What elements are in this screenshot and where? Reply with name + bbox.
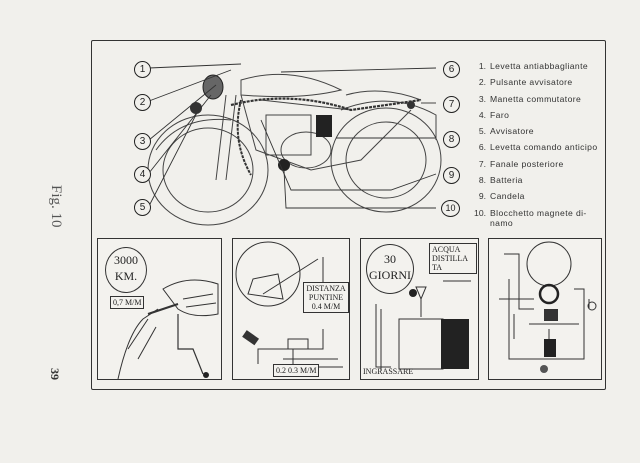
legend-item: 8.Batteria — [478, 175, 523, 186]
page-number: 39 — [48, 368, 62, 380]
callout-8: 8 — [443, 131, 460, 148]
panel-wiring-diagram — [488, 238, 602, 380]
callout-4: 4 — [134, 166, 151, 183]
figure-frame — [91, 40, 606, 390]
interval-circle: 30 GIORNI — [366, 244, 414, 294]
callout-10: 10 — [441, 200, 460, 217]
battery — [316, 115, 332, 137]
interval-circle: 3000 KM. — [105, 247, 147, 293]
legend-item: 5.Avvisatore — [478, 126, 534, 137]
panel-battery: 30 GIORNI ACQUA DISTILLA TA INGRASSARE — [360, 238, 479, 380]
callout-9: 9 — [443, 167, 460, 184]
parts-legend: 1.Levetta antiabbagliante 2.Pulsante avv… — [470, 58, 600, 228]
callout-5: 5 — [134, 199, 151, 216]
legend-item: 10.Blocchetto magnete di-namo — [474, 207, 587, 228]
legend-item: 3.Manetta commutatore — [478, 93, 582, 104]
legend-item: 2.Pulsante avvisatore — [478, 77, 573, 88]
tail-light — [407, 101, 415, 109]
callout-7: 7 — [443, 96, 460, 113]
wiring-diagram-illustration — [499, 241, 597, 373]
battery-illustration — [375, 268, 476, 371]
spark-plug-illustration — [117, 279, 219, 379]
panel-contact-breaker: DISTANZA PUNTINE 0.4 M/M 0.2 0.3 M/M — [232, 238, 350, 380]
callout-6: 6 — [443, 61, 460, 78]
point-gap-box: DISTANZA PUNTINE 0.4 M/M — [303, 282, 349, 313]
callout-3: 3 — [134, 133, 151, 150]
contact-breaker-illustration — [235, 241, 343, 374]
gap-label: 0,7 M/M — [110, 296, 145, 309]
range-label: 0.2 0.3 M/M — [273, 364, 320, 377]
panel-spark-plug: 3000 KM. 0,7 M/M — [97, 238, 222, 380]
legend-item: 7.Fanale posteriore — [478, 158, 564, 169]
distilled-water-box: ACQUA DISTILLA TA — [429, 243, 477, 274]
legend-item: 6.Levetta comando anticipo — [478, 142, 598, 153]
legend-item: 4.Faro — [478, 109, 510, 120]
grease-label: INGRASSARE — [363, 367, 414, 376]
legend-item: 1.Levetta antiabbagliante — [478, 61, 589, 71]
callout-1: 1 — [134, 61, 151, 78]
motorcycle-illustration — [147, 63, 442, 226]
magneto — [278, 159, 290, 171]
legend-item: 9.Candela — [478, 191, 525, 202]
figure-caption: Fig. 10 — [48, 185, 64, 228]
rear-wheel — [330, 107, 442, 213]
horn — [190, 102, 202, 114]
callout-2: 2 — [134, 94, 151, 111]
front-wheel — [147, 114, 269, 226]
